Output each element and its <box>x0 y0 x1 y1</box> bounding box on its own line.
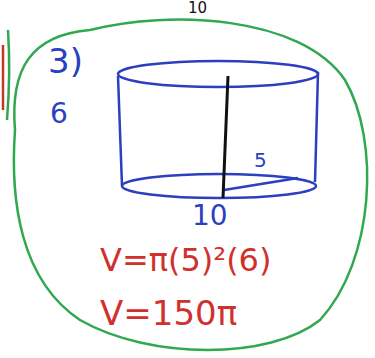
edge-mark <box>7 30 9 120</box>
volume-result: V=150π <box>100 296 237 330</box>
page-number: 10 <box>188 1 207 16</box>
edge-mark <box>2 45 5 110</box>
height-line <box>223 76 228 198</box>
height-dimension: 6 <box>50 100 68 128</box>
radius-dimension: 5 <box>254 150 267 170</box>
volume-formula: V=π(5)²(6) <box>100 244 271 276</box>
cylinder <box>118 61 318 198</box>
diameter-dimension: 10 <box>192 202 228 230</box>
problem-number: 3) <box>48 44 83 78</box>
circle-mark <box>14 20 367 350</box>
